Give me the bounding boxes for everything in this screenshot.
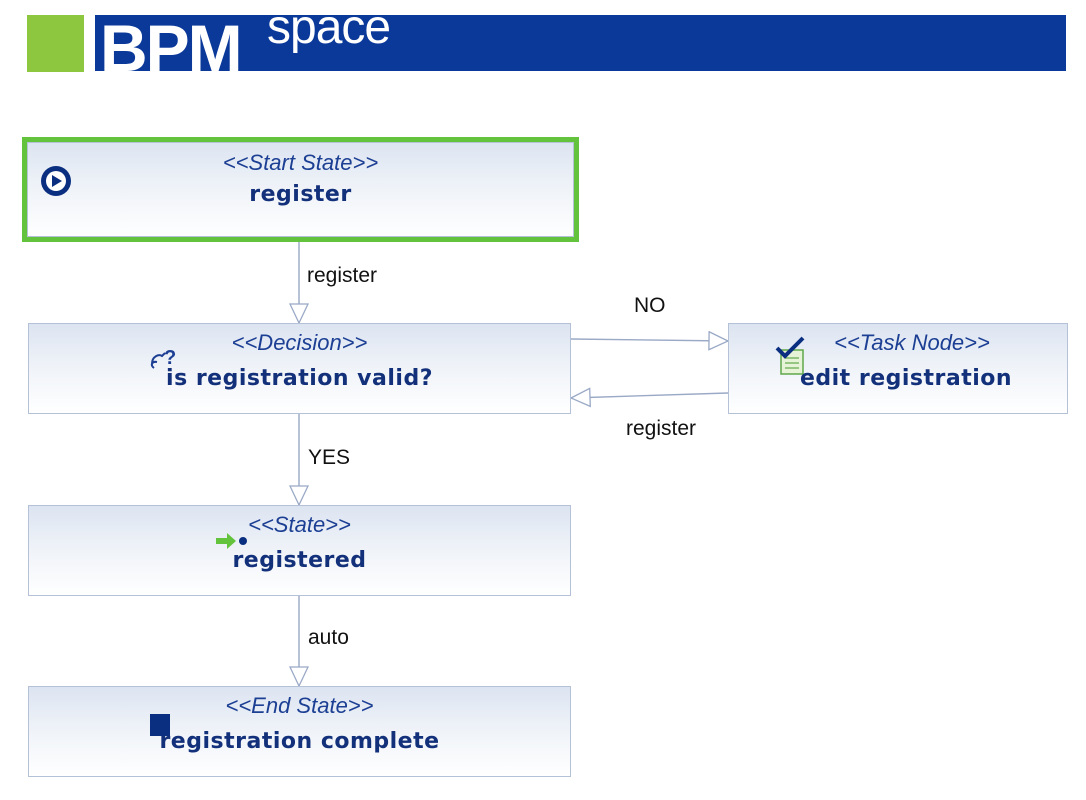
header-banner: BPM space <box>95 15 1066 71</box>
node-name: register <box>249 182 352 207</box>
logo-square <box>27 15 84 72</box>
brand-space: space <box>267 15 391 54</box>
node-state[interactable]: <<State>> registered <box>28 505 571 596</box>
node-name: registered <box>232 548 367 573</box>
edge-label-auto: auto <box>308 626 349 649</box>
end-state-icon <box>150 714 170 736</box>
svg-text:?: ? <box>164 347 176 369</box>
node-start-state[interactable]: <<Start State>> register <box>22 137 579 242</box>
edge-label-no: NO <box>634 294 666 317</box>
edge-label-register-back: register <box>626 417 697 440</box>
brand-bpm: BPM <box>100 15 243 71</box>
node-stereotype: <<End State>> <box>225 693 374 718</box>
start-state-icon <box>41 166 71 196</box>
node-stereotype: <<Decision>> <box>231 330 368 355</box>
node-name: registration complete <box>159 729 440 754</box>
node-stereotype: <<Start State>> <box>222 150 379 175</box>
node-end-state[interactable]: <<End State>> registration complete <box>28 686 571 777</box>
task-node-icon <box>775 336 805 375</box>
node-name: edit registration <box>799 366 1013 391</box>
edge-task-to-decision[interactable] <box>571 393 729 398</box>
edge-no-to-task[interactable] <box>570 339 728 341</box>
edge-label-yes: YES <box>308 446 351 469</box>
node-name: is registration valid? <box>166 366 433 391</box>
node-stereotype: <<State>> <box>248 512 351 537</box>
state-icon <box>216 533 247 549</box>
node-task[interactable]: <<Task Node>> edit registration <box>728 323 1068 414</box>
node-decision[interactable]: ? <<Decision>> is registration valid? <box>28 323 571 414</box>
edge-label-register: register <box>307 264 378 287</box>
node-stereotype: <<Task Node>> <box>834 330 990 355</box>
decision-icon: ? <box>150 347 176 369</box>
node-start-inner <box>27 142 574 237</box>
